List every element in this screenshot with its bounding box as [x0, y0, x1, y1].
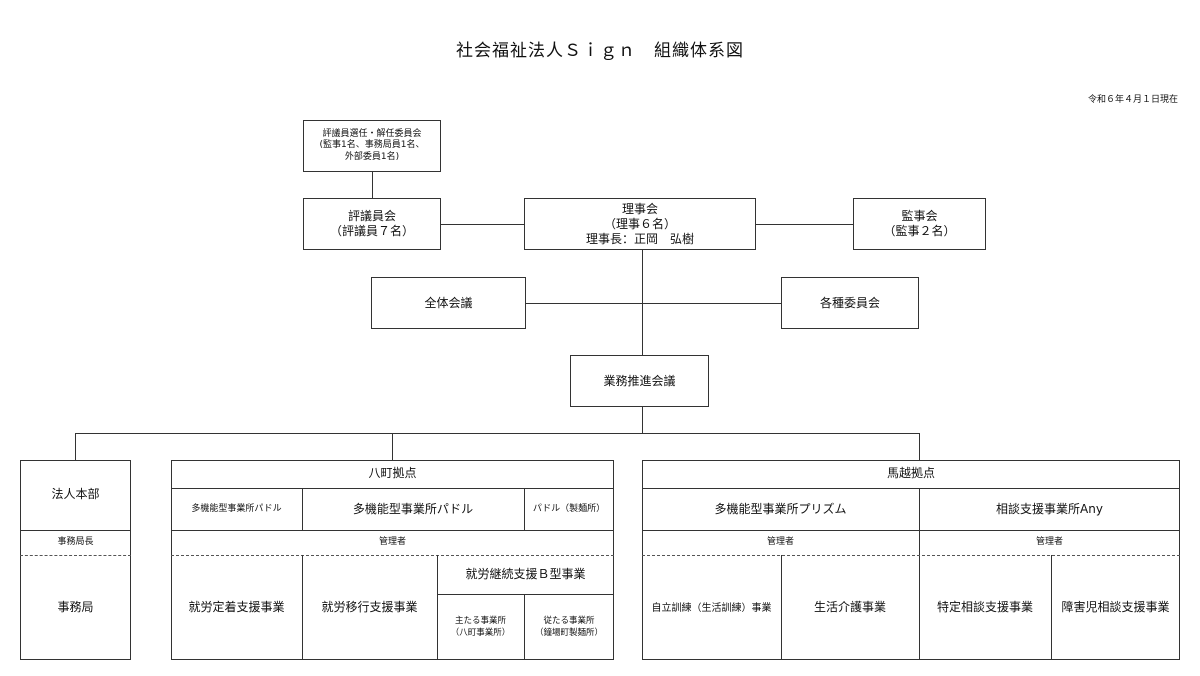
connector — [75, 433, 920, 434]
divider — [642, 555, 1180, 556]
auditors-box: 監事会 （監事２名） — [853, 198, 986, 250]
board-box: 理事会 （理事６名） 理事長：正岡 弘樹 — [524, 198, 756, 250]
selection-committee-box: 評議員選任・解任委員会 (監事1名、事務局員1名、 外部委員1名) — [303, 120, 441, 172]
connector — [441, 224, 525, 225]
connector — [919, 433, 920, 460]
connector — [756, 224, 853, 225]
office-chief: 事務局長 — [57, 537, 94, 548]
hatcho-block — [171, 460, 614, 660]
divider — [171, 530, 614, 531]
hq-block — [20, 460, 131, 660]
divider — [642, 530, 1180, 531]
divider — [919, 488, 920, 660]
any-office: 相談支援事業所Any — [996, 501, 1103, 516]
connector — [75, 433, 76, 460]
committees-box: 各種委員会 — [781, 277, 919, 329]
page-title: 社会福祉法人Ｓｉｇｎ 組織体系図 — [456, 41, 744, 61]
magoshi-service-2: 生活介護事業 — [813, 600, 886, 615]
magoshi-block — [642, 460, 1180, 660]
any-manager: 管理者 — [1035, 537, 1063, 548]
hatcho-main-office: 主たる事業所 （八町事業所） — [450, 616, 511, 638]
divider — [171, 555, 614, 556]
connector — [372, 172, 373, 198]
as-of-date: 令和６年４月１日現在 — [1087, 95, 1178, 105]
divider — [437, 555, 438, 660]
divider — [437, 594, 614, 595]
hatcho-office-left: 多機能型事業所パドル — [191, 503, 282, 514]
prism-office: 多機能型事業所プリズム — [714, 501, 847, 516]
connector — [642, 250, 643, 355]
hatcho-service-1: 就労定着支援事業 — [188, 600, 285, 615]
hatcho-manager: 管理者 — [378, 537, 406, 548]
divider — [20, 530, 131, 531]
connector — [392, 433, 393, 460]
divider — [524, 488, 525, 530]
business-meeting-box: 業務推進会議 — [570, 355, 709, 407]
divider — [524, 594, 525, 660]
office: 事務局 — [57, 600, 94, 615]
general-meeting-box: 全体会議 — [371, 277, 526, 329]
divider — [302, 488, 303, 530]
councilors-box: 評議員会 （評議員７名） — [303, 198, 441, 250]
connector — [526, 303, 782, 304]
hatcho-title: 八町拠点 — [368, 466, 417, 481]
hatcho-office-center: 多機能型事業所パドル — [352, 501, 474, 516]
magoshi-service-4: 障害児相談支援事業 — [1061, 600, 1170, 615]
divider — [781, 555, 782, 660]
magoshi-title: 馬越拠点 — [886, 466, 935, 481]
hatcho-office-right: パドル（製麺所） — [532, 503, 606, 514]
divider — [1051, 555, 1052, 660]
magoshi-service-3: 特定相談支援事業 — [936, 600, 1033, 615]
magoshi-service-1: 自立訓練（生活訓練）事業 — [651, 602, 772, 614]
divider — [171, 488, 614, 489]
prism-manager: 管理者 — [766, 537, 794, 548]
divider — [302, 555, 303, 660]
connector — [642, 407, 643, 433]
divider — [642, 488, 1180, 489]
divider — [20, 555, 131, 556]
hatcho-service-3: 就労継続支援Ｂ型事業 — [465, 567, 586, 582]
hatcho-sub-office: 従たる事業所 （鐘場町製麺所） — [534, 616, 603, 638]
hatcho-service-2: 就労移行支援事業 — [321, 600, 418, 615]
hq-title: 法人本部 — [51, 487, 100, 502]
